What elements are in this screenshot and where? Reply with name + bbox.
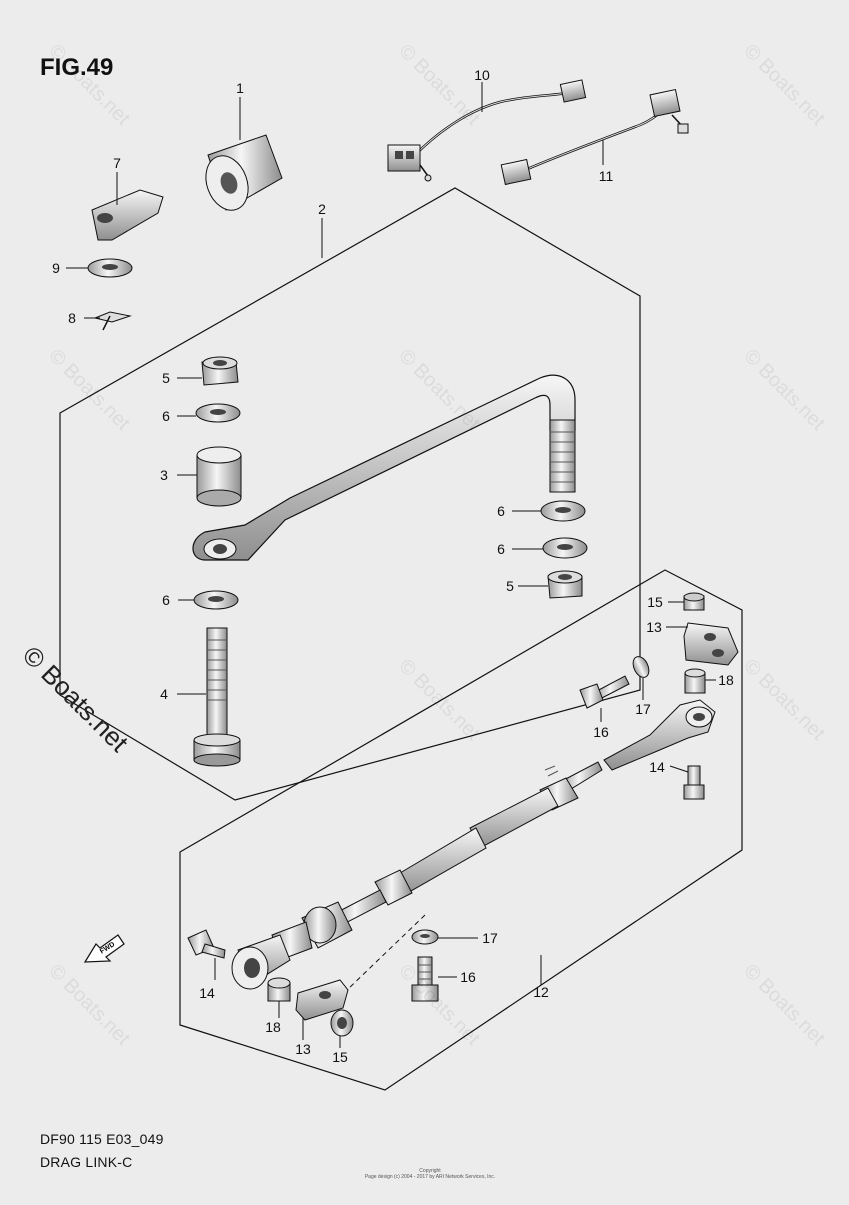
washer-part-17-upper <box>632 656 650 678</box>
callout-10: 10 <box>474 67 490 83</box>
callout-18-lower: 18 <box>265 1019 281 1035</box>
bolt-part-16-upper <box>579 675 630 709</box>
callout-6-lower: 6 <box>162 592 170 608</box>
cotter-pin-part-8 <box>93 311 132 331</box>
spacer-part-18-upper <box>684 668 706 694</box>
nut-part-15-upper <box>683 592 705 611</box>
drag-link-rod-part-2 <box>192 374 576 561</box>
wire-harness-part-11 <box>500 88 689 186</box>
copyright-line-2: Page design (c) 2004 - 2017 by ARI Netwo… <box>364 1174 496 1180</box>
spacer-part-18-lower <box>267 977 291 1002</box>
washer-part-9 <box>87 258 133 278</box>
figure-subtitle: DRAG LINK-C <box>40 1154 133 1170</box>
leader-lines <box>66 82 716 1048</box>
washer-part-6-lower <box>193 590 239 610</box>
fwd-arrow-icon: FWD <box>83 934 125 963</box>
nut-part-15-lower <box>330 1009 354 1037</box>
callout-numbers: 1 2 3 4 5 5 6 6 6 6 7 8 9 10 11 12 13 13… <box>52 67 734 1065</box>
callout-14-lower: 14 <box>199 985 215 1001</box>
bolt-part-16-lower <box>411 956 439 1002</box>
washer-part-6-upper <box>195 403 241 423</box>
callout-18-upper: 18 <box>718 672 734 688</box>
washer-part-6-right-2 <box>542 537 588 559</box>
callout-3: 3 <box>160 467 168 483</box>
nut-part-5-right <box>547 570 583 599</box>
callout-5-upper: 5 <box>162 370 170 386</box>
bolt-part-14-upper <box>683 765 705 800</box>
model-code: DF90 115 E03_049 <box>40 1131 164 1147</box>
figure-title: FIG.49 <box>40 54 114 81</box>
washer-part-6-right-1 <box>540 500 586 522</box>
callout-6-right-2: 6 <box>497 541 505 557</box>
callout-11: 11 <box>599 168 614 184</box>
callout-9: 9 <box>52 260 60 276</box>
bushing-part-3 <box>196 446 242 507</box>
callout-15-upper: 15 <box>647 594 663 610</box>
bracket-part-7 <box>91 189 164 241</box>
rod-end-upper <box>603 699 716 771</box>
group-frame-2 <box>59 187 641 801</box>
callout-5-right: 5 <box>506 578 514 594</box>
callout-4: 4 <box>160 686 168 702</box>
callout-7: 7 <box>113 155 121 171</box>
bracket-part-13-upper <box>683 622 739 666</box>
nut-part-5-upper <box>201 356 239 386</box>
washer-part-17-lower <box>411 929 439 945</box>
callout-1: 1 <box>236 80 244 96</box>
callout-16-lower: 16 <box>460 969 476 985</box>
bolt-part-4 <box>193 627 241 767</box>
copyright-notice: Copyright Page design (c) 2004 - 2017 by… <box>365 1168 495 1180</box>
callout-12: 12 <box>533 984 549 1000</box>
bolt-part-14-lower <box>187 929 226 959</box>
callout-6-upper: 6 <box>162 408 170 424</box>
grommet-part-1 <box>205 134 283 211</box>
copyright-line-1: Copyright <box>419 1168 441 1174</box>
steering-cable-part-12 <box>231 761 603 990</box>
bracket-part-13-lower <box>295 979 349 1021</box>
callout-14-upper: 14 <box>649 759 665 775</box>
callout-17-lower: 17 <box>482 930 498 946</box>
callout-16-upper: 16 <box>593 724 609 740</box>
callout-2: 2 <box>318 201 326 217</box>
callout-13-upper: 13 <box>646 619 662 635</box>
group-frame-12 <box>179 569 743 1091</box>
callout-17-upper: 17 <box>635 701 651 717</box>
callout-8: 8 <box>68 310 76 326</box>
callout-13-lower: 13 <box>295 1041 311 1057</box>
wire-harness-part-10 <box>387 79 587 182</box>
callout-6-right-1: 6 <box>497 503 505 519</box>
callout-15-lower: 15 <box>332 1049 348 1065</box>
